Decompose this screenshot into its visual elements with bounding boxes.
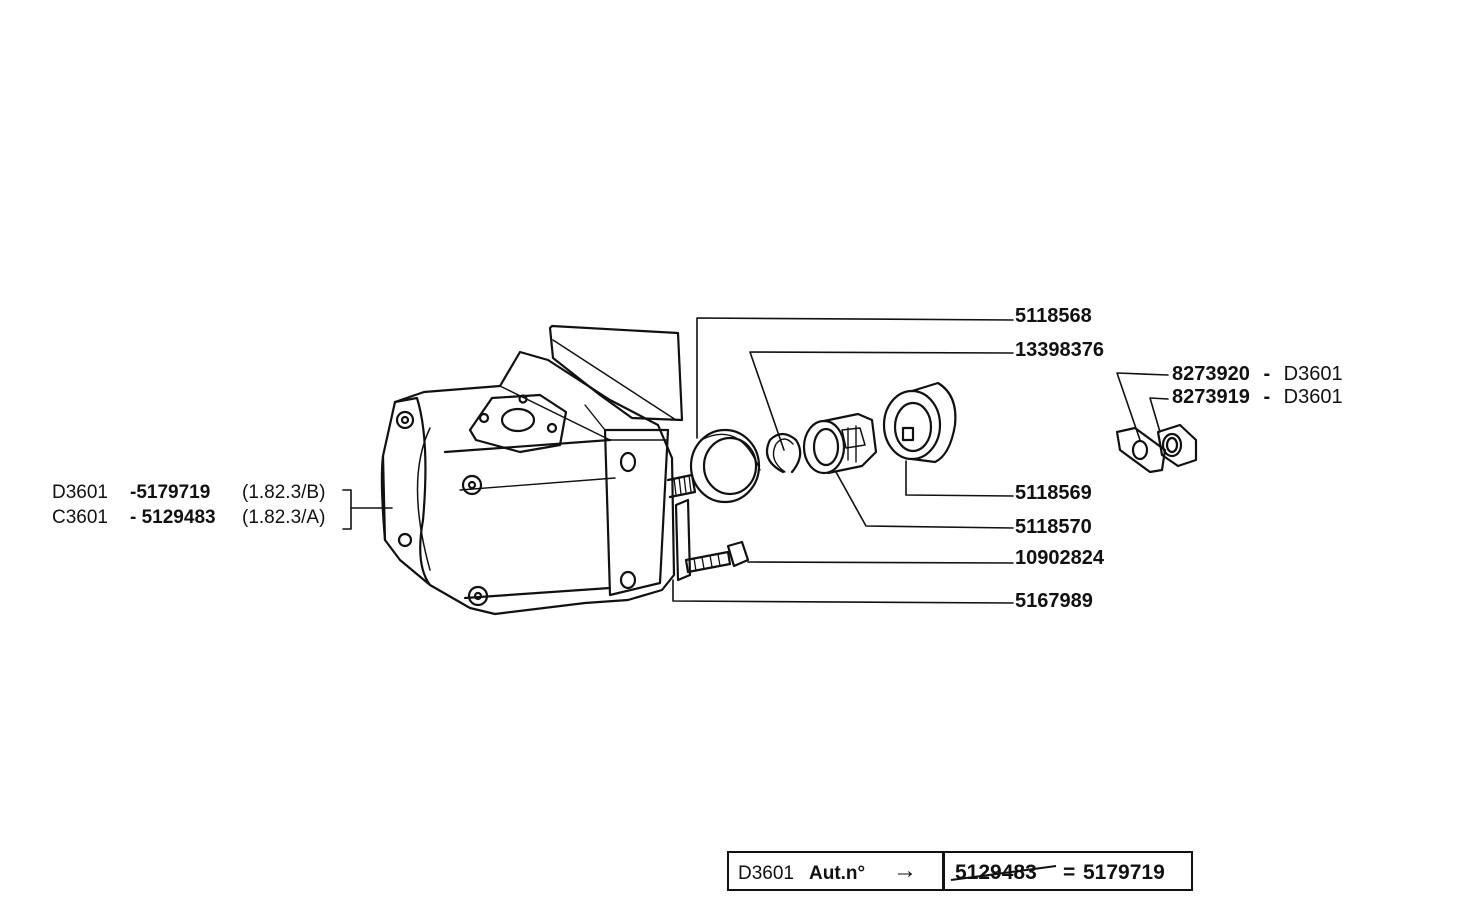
callout-5118570: 5118570 bbox=[1015, 516, 1092, 538]
strike-mark bbox=[950, 865, 1057, 881]
gasket-5167989 bbox=[674, 498, 692, 582]
leader-lines bbox=[342, 317, 1169, 604]
footer-new-part: 5179719 bbox=[1083, 861, 1165, 884]
variant-reference: (1.82.3/A) bbox=[242, 507, 326, 528]
lock-washer-8273920 bbox=[1115, 426, 1167, 474]
callout-8273920-part: 8273920 bbox=[1172, 363, 1250, 385]
callout-5118568: 5118568 bbox=[1015, 305, 1092, 327]
pump-body bbox=[380, 324, 697, 616]
callout-5118569: 5118569 bbox=[1015, 482, 1092, 504]
footer-arrow-icon: → bbox=[893, 857, 917, 884]
footer-old-part: 5129483 bbox=[955, 861, 1037, 884]
sleeve-5118570 bbox=[802, 412, 878, 475]
supersession-label-cell: D3601 Aut.n° → bbox=[729, 853, 945, 889]
variant-model: C3601 bbox=[52, 507, 108, 528]
callout-8273919-dash: - bbox=[1263, 386, 1271, 408]
bolt-10902824 bbox=[684, 540, 750, 574]
snap-ring-13398376 bbox=[765, 432, 802, 474]
footer-aut-label: Aut.n° bbox=[809, 863, 866, 884]
variant-part-number: - 5129483 bbox=[130, 507, 216, 528]
callout-8273919-model: D3601 bbox=[1283, 386, 1343, 408]
callout-8273919: 8273919 - D3601 bbox=[1172, 387, 1343, 407]
supersession-box: D3601 Aut.n° → 5129483 = 5179719 bbox=[727, 851, 1193, 891]
variant-reference: (1.82.3/B) bbox=[242, 482, 326, 503]
callout-8273920: 8273920 - D3601 bbox=[1172, 364, 1343, 384]
callout-10902824: 10902824 bbox=[1015, 547, 1104, 569]
callout-8273920-model: D3601 bbox=[1283, 363, 1343, 385]
callout-8273920-dash: - bbox=[1263, 363, 1271, 385]
nut-8273919 bbox=[1156, 423, 1198, 468]
ring-5118568 bbox=[689, 428, 761, 504]
variant-model: D3601 bbox=[52, 482, 108, 503]
hub-5118569 bbox=[882, 381, 957, 464]
variant-part-number: -5179719 bbox=[130, 482, 211, 503]
callout-8273919-part: 8273919 bbox=[1172, 386, 1250, 408]
callout-13398376: 13398376 bbox=[1015, 339, 1104, 361]
callout-5167989: 5167989 bbox=[1015, 590, 1093, 612]
footer-equals: = bbox=[1063, 861, 1076, 884]
footer-model: D3601 bbox=[738, 863, 794, 884]
